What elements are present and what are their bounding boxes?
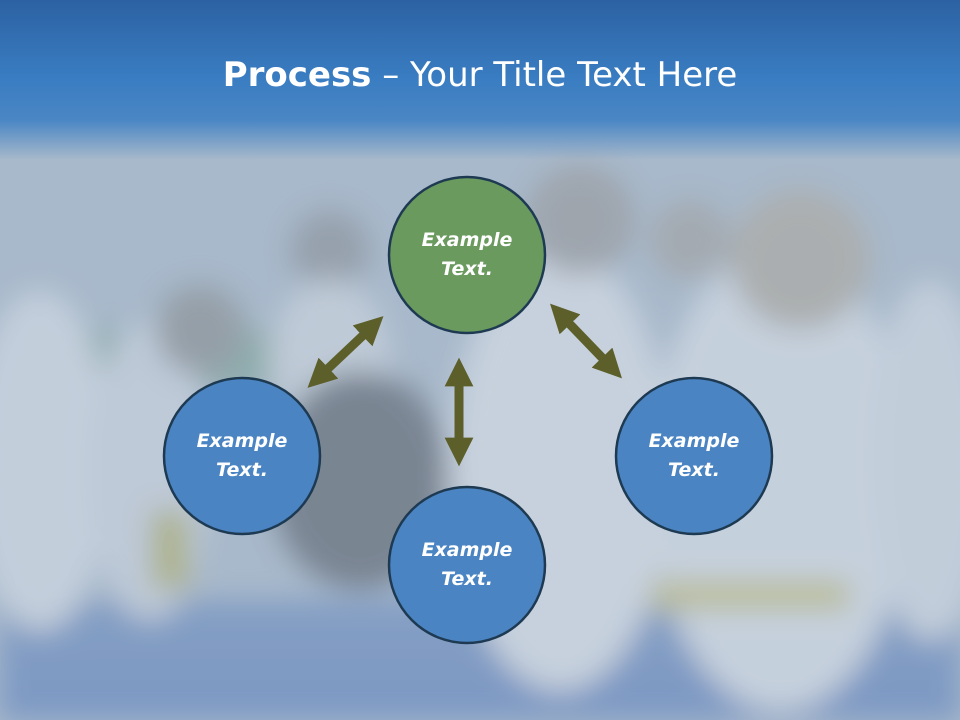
node-left-line1: Example	[196, 430, 288, 452]
title-bar	[0, 0, 960, 160]
node-right-label: Example Text.	[616, 427, 772, 485]
node-left-line2: Text.	[216, 459, 268, 481]
node-right-circle	[614, 376, 774, 536]
arrow-top-right	[550, 303, 622, 379]
node-bottom-line2: Text.	[441, 568, 493, 590]
node-bottom-label: Example Text.	[389, 536, 545, 594]
title-bold: Process	[222, 55, 372, 95]
node-right-line1: Example	[648, 430, 740, 452]
title-rest: – Your Title Text Here	[371, 55, 738, 95]
node-right-line2: Text.	[668, 459, 720, 481]
node-top-line1: Example	[421, 229, 513, 251]
node-bottom-line1: Example	[421, 539, 513, 561]
node-top-line2: Text.	[441, 258, 493, 280]
slide-title: Process – Your Title Text Here	[0, 52, 960, 98]
node-left-label: Example Text.	[164, 427, 320, 485]
arrow-top-left	[307, 316, 384, 388]
node-left-circle	[162, 376, 322, 536]
node-top-label: Example Text.	[389, 226, 545, 284]
node-bottom-circle	[387, 485, 547, 645]
node-top-circle	[387, 175, 547, 335]
